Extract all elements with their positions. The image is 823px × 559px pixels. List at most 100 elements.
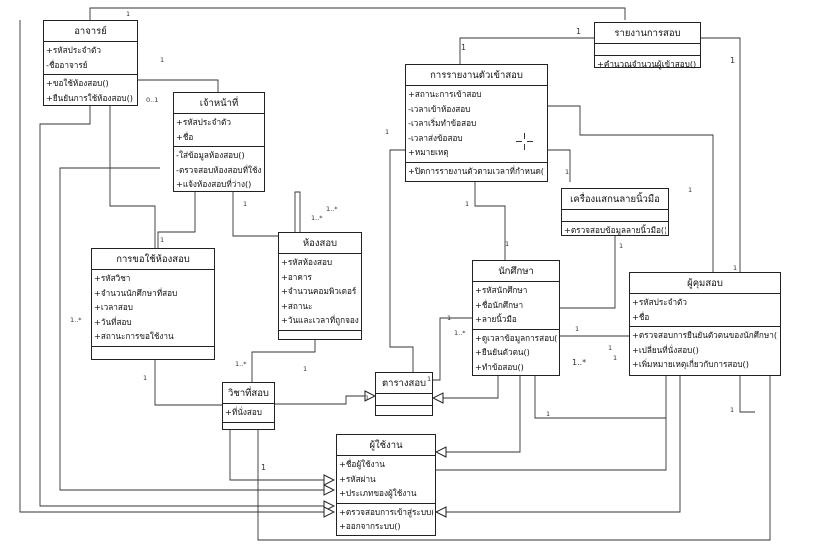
class-attribute: +จำนวนนักศึกษาที่สอบ <box>94 287 178 298</box>
class-methods: +คำนวณจำนวนผู้เข้าสอบ() <box>595 56 700 74</box>
multiplicity-label: 1 <box>608 344 613 352</box>
multiplicity-label: 1 <box>733 264 738 272</box>
multiplicity-label: 1 <box>126 10 131 18</box>
multiplicity-label: 1 <box>688 186 693 194</box>
class-method: +ปิดการรายงานตัวตามเวลาที่กำหนด() <box>408 165 545 176</box>
class-attributes: +รหัสประจำตัว +ชื่อ <box>630 294 780 328</box>
multiplicity-label: 1 <box>461 43 467 52</box>
multiplicity-label: 1 <box>427 375 432 383</box>
multiplicity-label: 1 <box>505 240 510 248</box>
class-attributes: +สถานะการเข้าสอบ -เวลาเข้าห้องสอบ -เวลาเริ… <box>406 86 547 163</box>
class-exam-table: ตารางสอบ <box>375 372 433 416</box>
class-methods: +ดูเวลาข้อมูลการสอบ()+ยืนยันตัวตน()+ทำข้… <box>473 330 559 377</box>
class-name: การขอใช้ห้องสอบ <box>92 249 214 270</box>
class-attributes: +รหัสวิชา+จำนวนนักศึกษาที่สอบ+เวลาสอบ+วั… <box>92 270 214 347</box>
class-attribute: +สถานะการขอใช้งาน <box>94 331 174 342</box>
class-method: +คำนวณจำนวนผู้เข้าสอบ() <box>597 59 697 69</box>
class-name: เครื่องแสกนลายนิ้วมือ <box>562 189 668 210</box>
class-methods: +ขอใช้ห้องสอบ()+ยืนยันการใช้ห้องสอบ() <box>44 75 137 107</box>
class-attribute: +เวลาสอบ <box>94 302 133 313</box>
multiplicity-label: 1..* <box>311 214 323 222</box>
class-attribute: +ชื่อ <box>632 311 650 322</box>
class-teacher: อาจารย์+รหัสประจำตัว-ชื่ออาจารย์+ขอใช้ห้… <box>43 20 138 106</box>
class-method: +ขอใช้ห้องสอบ() <box>46 78 109 89</box>
class-attributes: +รหัสประจำตัว +ชื่อ <box>174 114 264 148</box>
multiplicity-label: 1 <box>385 128 390 136</box>
class-attribute: -เวลาส่งข้อสอบ <box>408 132 463 143</box>
class-attributes <box>376 394 432 406</box>
class-attribute: -ชื่ออาจารย์ <box>46 59 88 70</box>
class-name: เจ้าหน้าที่ <box>174 93 264 114</box>
class-proctor: ผู้คุมสอบ+รหัสประจำตัว+ชื่อ+ตรวจสอบการยื… <box>629 272 781 376</box>
class-attribute: +รหัสผ่าน <box>339 473 376 484</box>
class-attributes: +ที่นั่งสอบ <box>223 404 274 423</box>
multiplicity-label: 1..* <box>572 358 587 367</box>
multiplicity-label: 1 <box>575 325 580 333</box>
class-methods <box>223 423 274 426</box>
class-methods: +ปิดการรายงานตัวตามเวลาที่กำหนด() <box>406 163 547 181</box>
class-room-request: การขอใช้ห้องสอบ+รหัสวิชา+จำนวนนักศึกษาที… <box>91 248 215 360</box>
class-exam-room: ห้องสอบ +รหัสห้องสอบ +อาคาร +จำนวนคอมพิวเตอ… <box>278 232 362 340</box>
multiplicity-label: 1 <box>730 56 736 65</box>
class-attribute: -เวลาเริ่มทำข้อสอบ <box>408 118 477 129</box>
multiplicity-label: 1 <box>613 354 618 362</box>
class-methods <box>92 347 214 350</box>
class-attribute: +รหัสประจำตัว <box>176 117 231 127</box>
multiplicity-label: 1 <box>565 168 570 176</box>
multiplicity-label: 1 <box>143 374 148 382</box>
class-attribute: +ประเภทของผู้ใช้งาน <box>339 488 417 499</box>
class-attributes: +รหัสห้องสอบ +อาคาร +จำนวนคอมพิวเตอร์ +สถาน… <box>279 254 361 331</box>
multiplicity-label: 1 <box>619 242 624 250</box>
class-attribute: +รหัสประจำตัว <box>632 297 687 307</box>
class-attribute: +สถานะ <box>281 300 313 311</box>
multiplicity-label: 1..* <box>70 316 82 324</box>
multiplicity-label: 1..* <box>235 360 247 368</box>
class-method: +ออกจากระบบ() <box>339 521 401 532</box>
class-exam-report: รายงานการสอบ +คำนวณจำนวนผู้เข้าสอบ() <box>594 22 701 69</box>
class-method: +แจ้งห้องสอบที่ว่าง() <box>176 179 252 190</box>
class-attribute: +ชื่อ <box>176 131 194 142</box>
class-attribute: +รหัสประจำตัว <box>46 45 101 55</box>
multiplicity-label: 1 <box>303 365 308 373</box>
class-method: +ตรวจสอบการเข้าสู่ระบบ() <box>339 506 433 517</box>
class-attribute: +หมายเหตุ <box>408 147 449 158</box>
class-name: การรายงานตัวเข้าสอบ <box>406 65 547 86</box>
class-attribute: +วันและเวลาที่ถูกจอง <box>281 315 359 326</box>
class-name: ห้องสอบ <box>279 233 361 254</box>
class-attribute: +ชื่อผู้ใช้งาน <box>339 459 385 469</box>
class-name: รายงานการสอบ <box>595 23 700 44</box>
multiplicity-label: 1..* <box>326 205 338 213</box>
crosshair-cursor-icon <box>516 133 533 150</box>
class-method: +เปลี่ยนที่นั่งสอบ() <box>632 344 699 355</box>
class-attribute: +รหัสนักศึกษา <box>475 285 528 295</box>
multiplicity-label: 1 <box>576 27 582 36</box>
class-attribute: +อาคาร <box>281 271 312 282</box>
class-method: +ยืนยันตัวตน() <box>475 347 530 358</box>
class-name: ผู้คุมสอบ <box>630 273 780 294</box>
class-attribute: +วันที่สอบ <box>94 316 132 327</box>
class-methods: -ใส่ข้อมูลห้องสอบ()-ตรวจสอบห้องสอบที่ใช้… <box>174 147 264 194</box>
class-attribute: +จำนวนคอมพิวเตอร์ <box>281 286 357 297</box>
multiplicity-label: 1 <box>546 410 551 418</box>
class-method: +ตรวจสอบข้อมูลลายนิ้วมือ() <box>564 225 666 235</box>
class-method: +เพิ่มหมายเหตุเกี่ยวกับการสอบ() <box>632 359 749 370</box>
class-attribute: -เวลาเข้าห้องสอบ <box>408 103 471 114</box>
class-attribute: +สถานะการเข้าสอบ <box>408 89 482 99</box>
multiplicity-label: 0..1 <box>146 96 159 104</box>
class-method: -ใส่ข้อมูลห้องสอบ() <box>176 150 245 161</box>
class-attribute: +รหัสห้องสอบ <box>281 257 333 267</box>
multiplicity-label: 1 <box>730 406 735 414</box>
multiplicity-label: 1 <box>465 200 470 208</box>
multiplicity-label: 1 <box>365 394 370 402</box>
class-attributes <box>562 210 668 222</box>
multiplicity-label: 1 <box>160 236 165 244</box>
multiplicity-label: 1 <box>243 200 248 208</box>
class-officer: เจ้าหน้าที่ +รหัสประจำตัว +ชื่อ -ใส่ข้อมูลห… <box>173 92 265 192</box>
class-name: วิชาที่สอบ <box>223 383 274 404</box>
multiplicity-label: 1..* <box>454 329 466 337</box>
multiplicity-label: 1 <box>447 314 452 322</box>
class-name: ผู้ใช้งาน <box>337 435 435 456</box>
class-name: ตารางสอบ <box>376 373 432 394</box>
class-attributes: +รหัสนักศึกษา+ชื่อนักศึกษา+ลายนิ้วมือ <box>473 282 559 330</box>
